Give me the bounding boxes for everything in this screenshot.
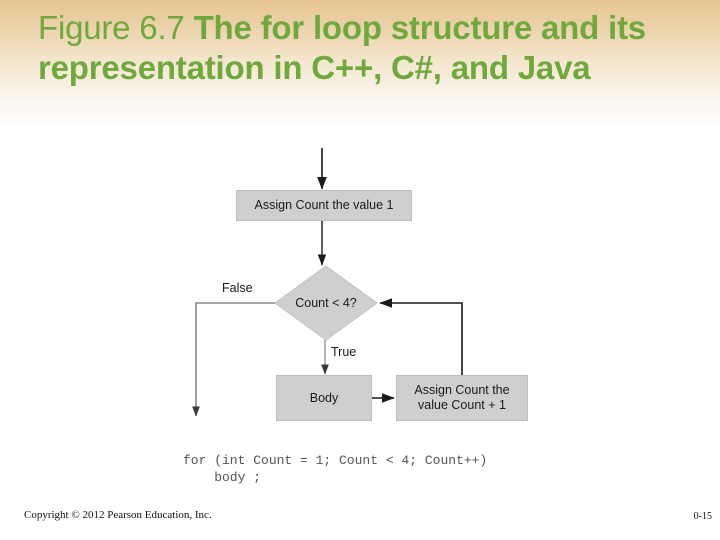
flow-node-increment[interactable]: Assign Count the value Count + 1 (396, 375, 528, 421)
flow-node-body[interactable]: Body (276, 375, 372, 421)
page-number: 0-15 (693, 511, 712, 522)
flow-node-condition[interactable]: Count < 4? (275, 266, 377, 340)
edge-loop-back (379, 298, 463, 375)
code-line-1: for (int Count = 1; Count < 4; Count++) (183, 453, 488, 468)
title-figure-number: Figure 6.7 (38, 9, 194, 46)
code-line-2: body ; (183, 470, 262, 485)
edge-label-false: False (222, 281, 253, 295)
condition-diamond-shape (274, 265, 378, 341)
copyright-notice: Copyright © 2012 Pearson Education, Inc. (24, 509, 212, 521)
flow-node-init-label: Assign Count the value 1 (254, 198, 394, 212)
flow-node-init[interactable]: Assign Count the value 1 (236, 190, 412, 221)
code-snippet: for (int Count = 1; Count < 4; Count++) … (183, 452, 487, 486)
flow-node-body-label: Body (309, 390, 339, 405)
page-title: Figure 6.7 The for loop structure and it… (38, 8, 686, 88)
edge-label-true: True (331, 345, 357, 359)
edge-false-branch (192, 302, 275, 417)
flow-node-condition-label: Count < 4? (295, 296, 357, 310)
flow-node-increment-label: Assign Count the value Count + 1 (414, 383, 510, 412)
title-text: The for loop structure and its represent… (38, 9, 646, 86)
